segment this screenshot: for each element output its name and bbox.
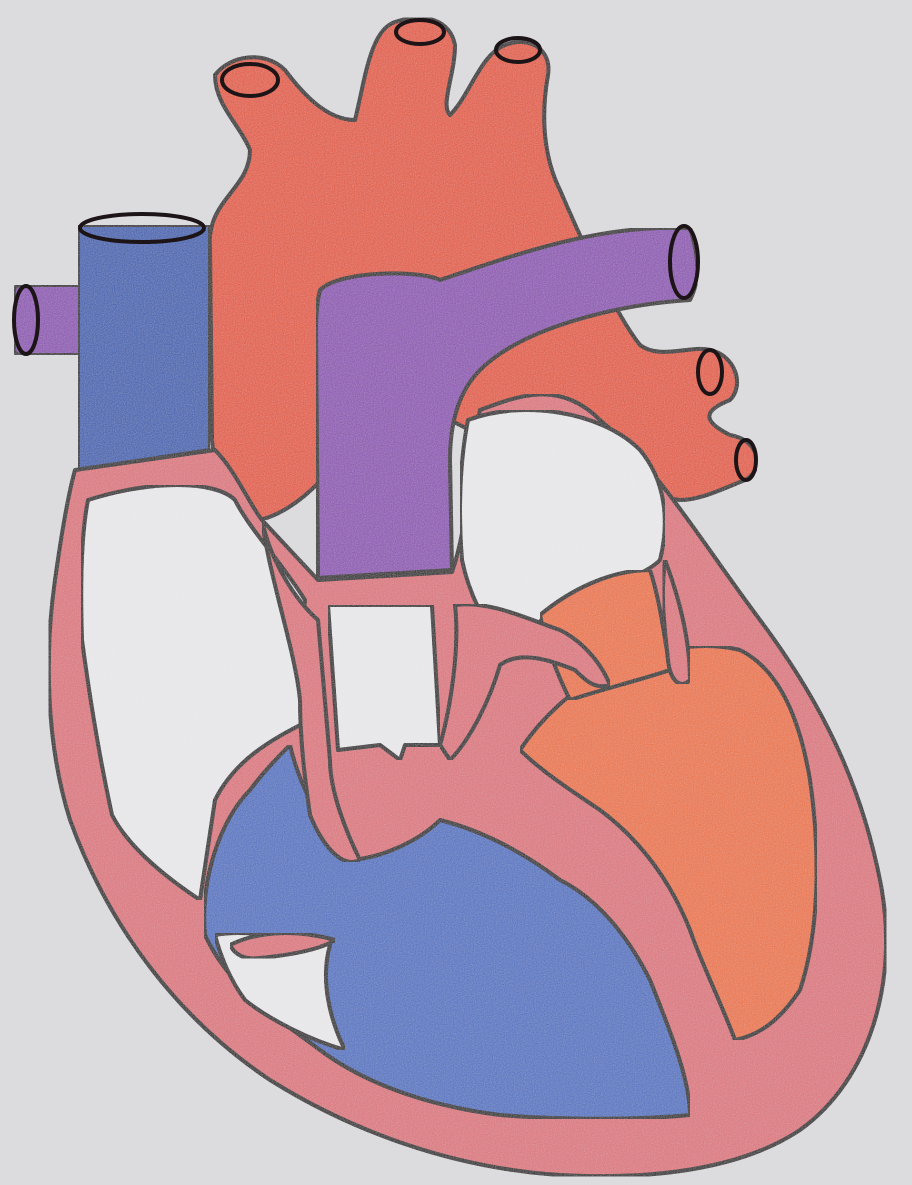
superior-vena-cava <box>78 214 210 470</box>
aortic-root-cavity <box>328 605 440 760</box>
